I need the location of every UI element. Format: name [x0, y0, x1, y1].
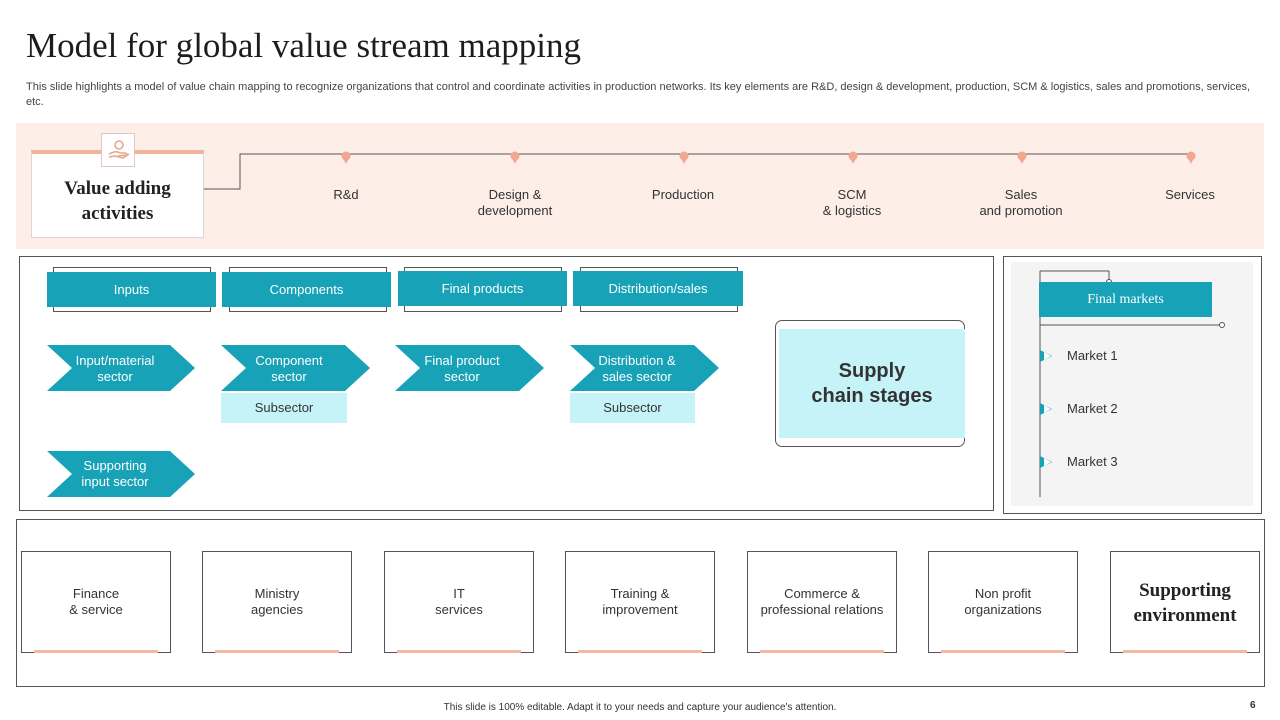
- timeline-marker: [1017, 151, 1027, 164]
- chevron-final-product: [395, 345, 544, 391]
- card-accent: [34, 650, 158, 653]
- supporting-environment-frame: [16, 519, 1265, 687]
- timeline-marker: [848, 151, 858, 164]
- final-markets-heading: Final markets: [1039, 282, 1212, 317]
- env-card-training: Training &improvement: [565, 551, 715, 653]
- tab-distribution-sales: Distribution/sales: [573, 271, 743, 306]
- tab-inputs: Inputs: [47, 272, 216, 307]
- page-number: 6: [1250, 700, 1256, 711]
- final-markets-connector: [1039, 270, 1225, 497]
- tab-components: Components: [222, 272, 391, 307]
- chevron-component: [221, 345, 370, 391]
- timeline-marker: [1186, 151, 1196, 164]
- card-accent: [760, 650, 884, 653]
- subsector-distribution: Subsector: [570, 393, 695, 423]
- footer-note: This slide is 100% editable. Adapt it to…: [443, 702, 837, 713]
- supply-chain-stages-box: [779, 329, 965, 438]
- value-adding-band: [16, 123, 1264, 249]
- final-markets-frame: [1003, 256, 1262, 514]
- market-2: Market 2: [1067, 401, 1118, 416]
- market-marker: [1040, 350, 1052, 362]
- stage-design-development: Design &development: [477, 187, 553, 218]
- market-3: Market 3: [1067, 454, 1118, 469]
- supply-chain-frame: [19, 256, 994, 511]
- tab-final-products: Final products: [398, 271, 567, 306]
- market-1: Market 1: [1067, 348, 1118, 363]
- stage-production: Production: [651, 187, 715, 202]
- timeline-marker: [679, 151, 689, 164]
- market-marker: [1040, 456, 1052, 468]
- env-card-finance: Finance& service: [21, 551, 171, 653]
- stage-rnd: R&d: [333, 187, 359, 202]
- card-accent: [578, 650, 702, 653]
- sector-chevrons: [47, 345, 719, 497]
- page-title: Model for global value stream mapping: [26, 26, 581, 65]
- card-accent: [215, 650, 339, 653]
- value-adding-heading: Value adding activities: [64, 178, 171, 224]
- value-timeline: [204, 151, 1196, 190]
- sector-distribution-sales: Distribution &sales sector: [598, 353, 676, 384]
- chevron-distribution: [570, 345, 719, 391]
- chevron-supporting-input: [47, 451, 195, 497]
- stage-scm-logistics: SCM& logistics: [822, 187, 882, 218]
- page-subtitle: This slide highlights a model of value c…: [26, 81, 1251, 108]
- card-accent: [1123, 650, 1247, 653]
- hand-money-icon: [101, 133, 135, 167]
- timeline-marker: [510, 151, 520, 164]
- chevron-input-material: [47, 345, 195, 391]
- card-accent: [941, 650, 1065, 653]
- market-marker: [1040, 403, 1052, 415]
- stage-services: Services: [1165, 187, 1215, 202]
- subsector-component: Subsector: [221, 393, 347, 423]
- timeline-marker: [341, 151, 351, 164]
- env-card-commerce: Commerce &professional relations: [747, 551, 897, 653]
- card-accent: [397, 650, 521, 653]
